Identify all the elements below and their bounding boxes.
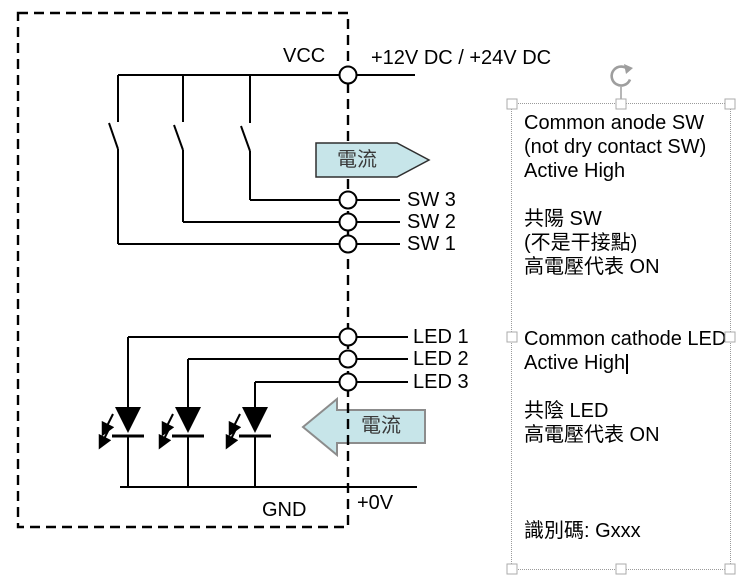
vcc-bus-wire <box>117 74 415 123</box>
resize-handle-middle-left[interactable] <box>506 331 518 342</box>
current-arrow-right <box>315 142 431 178</box>
rotate-handle-icon <box>610 64 633 100</box>
sw2-terminal-label: SW 2 <box>407 211 456 233</box>
note-text: Common anode SW (not dry contact SW) Act… <box>524 112 727 542</box>
terminal-circles <box>338 65 358 392</box>
text-caret <box>626 354 628 374</box>
switch-3 <box>240 125 400 201</box>
note-textbox[interactable]: Common anode SW (not dry contact SW) Act… <box>506 64 736 575</box>
led1-terminal-label: LED 1 <box>413 326 469 348</box>
terminal-circle-sw1 <box>338 234 358 254</box>
resize-handle-bottom-left[interactable] <box>506 563 518 575</box>
vcc-voltage-label: +12V DC / +24V DC <box>371 47 552 69</box>
resize-handle-middle-right[interactable] <box>724 331 736 342</box>
terminal-circle-led3 <box>338 372 358 392</box>
gnd-label: GND <box>262 499 307 521</box>
terminal-circle-sw2 <box>338 212 358 232</box>
led3-terminal-label: LED 3 <box>413 371 469 393</box>
resize-handle-bottom-center[interactable] <box>615 563 627 575</box>
led-symbol-2 <box>158 407 204 450</box>
vcc-label: VCC <box>283 45 326 67</box>
rotate-handle[interactable] <box>605 63 637 105</box>
led2-terminal-label: LED 2 <box>413 348 469 370</box>
current-arrow-bottom-label: 電流 <box>361 415 401 437</box>
switch-2 <box>173 124 400 223</box>
terminal-circle-led1 <box>338 327 358 347</box>
led-wires <box>127 336 408 487</box>
resize-handle-top-left[interactable] <box>506 98 518 110</box>
current-arrow-left <box>301 396 426 458</box>
sw1-terminal-label: SW 1 <box>407 233 456 255</box>
resize-handle-top-center[interactable] <box>615 98 627 110</box>
terminal-circle-vcc <box>338 65 358 85</box>
gnd-voltage-label: +0V <box>357 492 394 514</box>
sw3-terminal-label: SW 3 <box>407 189 456 211</box>
terminal-circle-sw3 <box>338 190 358 210</box>
terminal-circle-led2 <box>338 349 358 369</box>
dashed-boundary-box <box>16 11 350 529</box>
led-symbol-1 <box>98 407 144 450</box>
resize-handle-bottom-right[interactable] <box>724 563 736 575</box>
current-arrow-top-label: 電流 <box>337 149 377 171</box>
resize-handle-top-right[interactable] <box>724 98 736 110</box>
led-symbol-3 <box>225 407 271 450</box>
